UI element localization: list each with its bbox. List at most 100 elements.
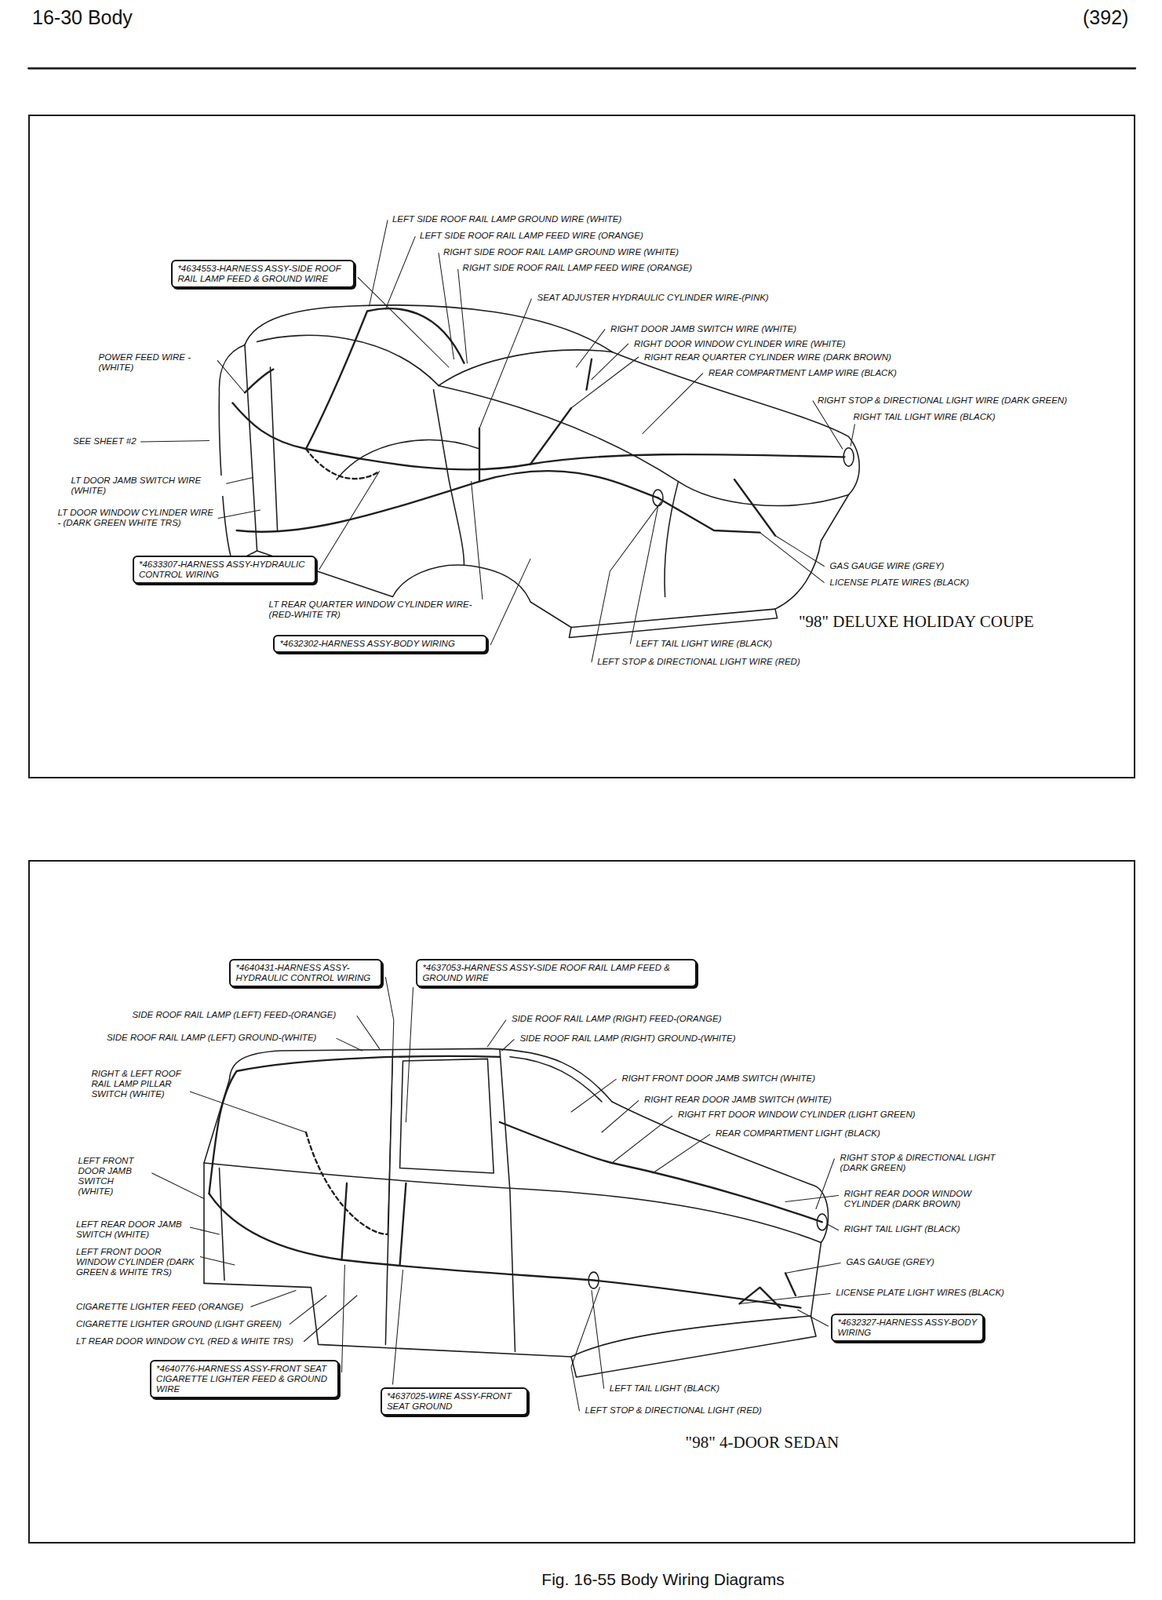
rear-window — [509, 1056, 602, 1102]
harness-leader — [405, 987, 413, 1122]
callout-leader — [479, 298, 532, 429]
callout-leader — [785, 1195, 839, 1203]
wire-callout: RIGHT FRT DOOR WINDOW CYLINDER (LIGHT GR… — [676, 1109, 918, 1120]
callout-leader — [785, 1262, 841, 1273]
callout-leader — [251, 1290, 296, 1308]
wire-callout: GAS GAUGE WIRE (GREY) — [828, 560, 947, 572]
wire-callout: LEFT SIDE ROOF RAIL LAMP FEED WIRE (ORAN… — [418, 230, 645, 241]
harness-part-text: *4633307-HARNESS ASSY-HYDRAULIC CONTROL … — [138, 559, 310, 580]
wire-callout: RIGHT SIDE ROOF RAIL LAMP GROUND WIRE (W… — [441, 247, 681, 258]
harness-callout-box: *4632302-HARNESS ASSY-BODY WIRING — [273, 634, 488, 653]
header-rule — [28, 67, 1135, 70]
rear-bumper — [571, 1315, 816, 1377]
front-pillar — [203, 1078, 230, 1283]
view-title: "98" 4-DOOR SEDAN — [685, 1432, 840, 1453]
callout-leader — [140, 440, 209, 442]
rear-door-edge — [499, 1049, 516, 1352]
hydraulic-wire — [305, 1132, 388, 1235]
body-harness-wire — [209, 1193, 802, 1308]
wire-callout: SEE SHEET #2 — [71, 436, 139, 447]
harness-callout-box: *4637025-WIRE ASSY-FRONT SEAT GROUND — [380, 1387, 529, 1416]
harness-leader — [490, 558, 531, 645]
wire-callout: LEFT FRONT DOOR WINDOW CYLINDER (DARK GR… — [74, 1246, 201, 1278]
callout-leader — [216, 359, 245, 394]
body-harness-wire — [236, 470, 659, 532]
wire-callout: RIGHT DOOR WINDOW CYLINDER WIRE (WHITE) — [632, 338, 848, 350]
callout-leader — [826, 1223, 838, 1231]
hydraulic-wire — [305, 448, 380, 479]
wire-callout: RIGHT STOP & DIRECTIONAL LIGHT WIRE (DAR… — [815, 395, 1069, 406]
wire-callout: LT REAR DOOR WINDOW CYL (RED & WHITE TRS… — [74, 1336, 296, 1347]
callout-leader — [611, 1115, 673, 1163]
wire-callout: LEFT FRONT DOOR JAMB SWITCH (WHITE) — [76, 1155, 152, 1197]
callout-leader — [218, 509, 260, 518]
callout-leader — [775, 535, 824, 567]
callout-leader — [458, 269, 468, 364]
page-header: 16-30 Body — [30, 5, 135, 30]
roof-outline — [244, 305, 612, 353]
wire-callout: POWER FEED WIRE - (WHITE) — [97, 352, 219, 373]
callout-leader — [502, 1039, 515, 1051]
harness-leader — [392, 1270, 403, 1385]
callout-leader — [356, 1016, 380, 1050]
wire-callout: LT REAR QUARTER WINDOW CYLINDER WIRE-(RE… — [267, 599, 485, 620]
callout-leader — [226, 477, 254, 484]
wire-callout: LEFT TAIL LIGHT WIRE (BLACK) — [634, 638, 774, 649]
wire-callout: RIGHT TAIL LIGHT (BLACK) — [842, 1223, 962, 1235]
callout-leader — [571, 356, 639, 408]
callout-leader — [630, 506, 658, 644]
branch-wire — [341, 1183, 796, 1308]
door-rear-edge — [433, 389, 465, 566]
callout-leader — [850, 424, 855, 446]
wire-callout: GAS GAUGE (GREY) — [844, 1256, 936, 1268]
wire-callout: SIDE ROOF RAIL LAMP (RIGHT) GROUND-(WHIT… — [517, 1033, 737, 1044]
wire-callout: LICENSE PLATE WIRES (BLACK) — [828, 577, 971, 588]
wire-callout: LT DOOR JAMB SWITCH WIRE (WHITE) — [69, 475, 226, 496]
callout-leader — [571, 1078, 616, 1112]
harness-callout-box: *4633307-HARNESS ASSY-HYDRAULIC CONTROL … — [132, 555, 317, 584]
wire-callout: RIGHT STOP & DIRECTIONAL LIGHT (DARK GRE… — [838, 1152, 1026, 1173]
callout-leader — [652, 1134, 711, 1173]
wire-callout: LEFT STOP & DIRECTIONAL LIGHT (RED) — [583, 1405, 764, 1416]
illustration-group — [28, 68, 1135, 1411]
door-window — [400, 1058, 495, 1173]
belt-line — [203, 1162, 822, 1243]
callout-leader — [152, 1172, 204, 1199]
rear-bumper — [568, 608, 777, 638]
branch-wire — [479, 407, 776, 536]
wire-callout: REAR COMPARTMENT LIGHT (BLACK) — [713, 1128, 882, 1139]
wire-callout: RIGHT SIDE ROOF RAIL LAMP FEED WIRE (ORA… — [461, 262, 694, 274]
door-front-edge — [219, 1168, 226, 1281]
callout-leader — [601, 1100, 639, 1133]
wire-callout: RIGHT FRONT DOOR JAMB SWITCH (WHITE) — [619, 1073, 817, 1084]
harness-leader — [357, 277, 449, 368]
wire-callout: CIGARETTE LIGHTER GROUND (LIGHT GREEN) — [74, 1318, 284, 1330]
callout-leader — [369, 220, 388, 306]
wire-callout: RIGHT REAR QUARTER CYLINDER WIRE (DARK B… — [642, 352, 893, 363]
callout-leader — [591, 343, 629, 380]
callout-leader — [303, 1295, 357, 1341]
roof-rail-wire — [209, 1056, 501, 1194]
harness-leader — [797, 1309, 829, 1326]
callout-leader — [200, 1256, 235, 1265]
wire-callout: SIDE ROOF RAIL LAMP (LEFT) GROUND-(WHITE… — [105, 1032, 319, 1043]
callout-leader — [189, 1227, 220, 1235]
harness-part-text: *4637053-HARNESS ASSY-SIDE ROOF RAIL LAM… — [422, 962, 691, 984]
belt-line — [438, 385, 849, 506]
harness-leader — [341, 1264, 345, 1372]
callout-leader — [759, 532, 824, 583]
wire-callout: REAR COMPARTMENT LAMP WIRE (BLACK) — [706, 367, 899, 379]
wire-callout: LT DOOR WINDOW CYLINDER WIRE - (DARK GRE… — [56, 507, 219, 529]
callout-leader — [642, 373, 704, 434]
callout-leader — [471, 481, 485, 611]
harness-part-text: *4640776-HARNESS ASSY-FRONT SEAT CIGARET… — [156, 1363, 333, 1395]
harness-callout-box: *4637053-HARNESS ASSY-SIDE ROOF RAIL LAM… — [415, 958, 697, 988]
wire-callout: RIGHT & LEFT ROOF RAIL LAMP PILLAR SWITC… — [89, 1068, 190, 1100]
roof-rail-wire — [305, 308, 465, 449]
wire-callout: LEFT REAR DOOR JAMB SWITCH (WHITE) — [74, 1219, 190, 1240]
leader-lines — [140, 220, 855, 1411]
door-front-edge — [270, 367, 278, 531]
wire-callout: LEFT SIDE ROOF RAIL LAMP GROUND WIRE (WH… — [390, 214, 623, 225]
wire-callout: SIDE ROOF RAIL LAMP (LEFT) FEED-(ORANGE) — [130, 1009, 338, 1020]
